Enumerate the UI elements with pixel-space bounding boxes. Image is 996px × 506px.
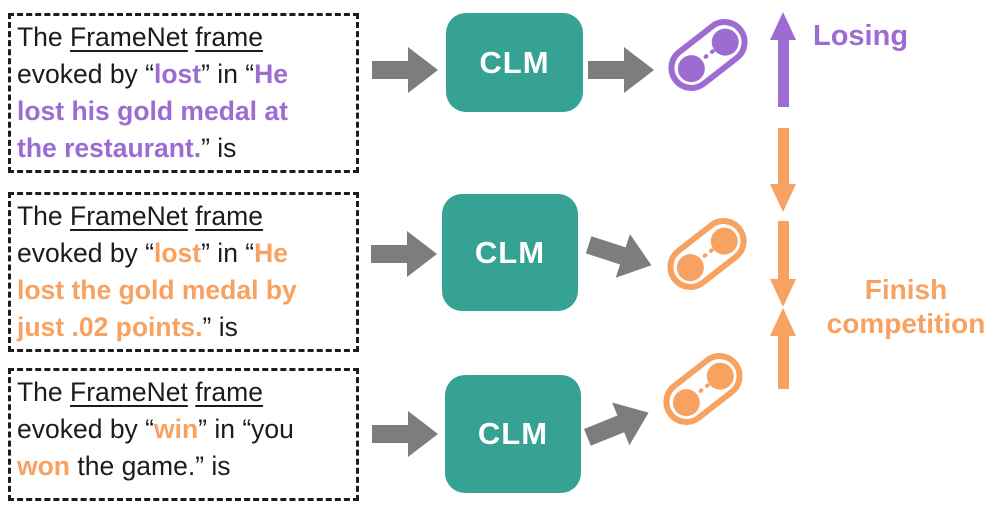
prompt-line: The FrameNet frame [17,374,350,411]
down-arrow-orange-icon [770,221,796,307]
arrow-shaft [777,128,789,186]
text-segment-orange: lost the gold medal by [17,275,297,305]
right-arrow-icon [588,47,654,93]
text-segment-plain: evoked by “ [17,59,154,89]
ellipsis-dot [702,53,709,60]
text-segment-plain: ” in “ [201,238,255,268]
up-arrow-purple-icon [770,12,796,107]
text-segment-orange: win [154,414,199,444]
text-segment-underline: FrameNet [70,22,188,52]
down-arrow-orange-icon [770,128,796,212]
arrow-shaft [372,425,410,443]
text-segment-underline: FrameNet [70,201,188,231]
text-segment-purple: lost his gold medal at [17,96,288,126]
prompt-line: won the game.” is [17,448,350,485]
clm-box-3: CLM [445,375,581,493]
text-segment-purple: He [254,59,289,89]
text-segment-underline: FrameNet [70,377,188,407]
frame-label-finish-competition: Finish competition [826,274,986,339]
text-segment-plain: The [17,377,71,407]
arrow-shaft [777,38,789,107]
arrow-head [770,279,796,307]
embedding-dot [704,221,743,260]
arrow-head [407,231,437,277]
arrow-head [615,234,659,288]
arrow-head [408,47,438,93]
arrow-shaft [372,61,410,79]
prompt-line: The FrameNet frame [17,198,350,235]
arrow-head [624,47,654,93]
arrow-shaft [588,61,626,79]
prompt-line: evoked by “lost” in “He [17,235,350,272]
text-segment-plain: ” in “you [198,414,294,444]
frame-label-losing: Losing [813,20,909,52]
clm-label: CLM [477,416,549,451]
prompt-line: just .02 points.” is [17,309,350,346]
clm-label: CLM [479,44,550,80]
arrow-head [770,12,796,40]
prompt-line: The FrameNet frame [17,19,350,56]
prompt-line: lost his gold medal at [17,93,350,130]
arrow-shaft [777,334,789,389]
embedding-dot [700,356,739,395]
embedding-dot [705,22,744,61]
arrow-shaft [777,221,789,281]
text-segment-plain: ” is [202,312,238,342]
text-segment-underline: frame [195,201,263,231]
text-segment-underline: frame [195,22,263,52]
text-segment-underline: frame [195,377,263,407]
right-arrow-icon [372,47,438,93]
prompt-line: evoked by “win” in “you [17,411,350,448]
right-arrow-icon [372,411,438,457]
clm-box-2: CLM [442,194,578,311]
down-right-arrow-icon [582,223,659,288]
arrow-shaft [371,245,409,263]
arrow-head [612,391,658,446]
text-segment-plain: evoked by “ [17,238,154,268]
ellipsis-dot [697,387,704,394]
text-segment-orange: just .02 points. [17,312,203,342]
clm-box-1: CLM [446,13,583,112]
prompt-line: evoked by “lost” in “He [17,56,350,93]
text-segment-plain: ” in “ [201,59,255,89]
text-segment-purple: lost [154,59,202,89]
text-segment-plain: The [17,201,71,231]
embedding-pill-purple-icon [659,9,757,101]
text-segment-orange: lost [154,238,202,268]
text-segment-plain: evoked by “ [17,414,154,444]
arrow-head [408,411,438,457]
up-right-arrow-icon [579,391,658,458]
text-segment-purple: the restaurant. [17,133,202,163]
text-segment-orange: won [17,451,70,481]
prompt-line: lost the gold medal by [17,272,350,309]
up-arrow-orange-icon [770,308,796,389]
text-segment-orange: He [254,238,289,268]
text-segment-plain: ” is [201,133,237,163]
arrow-head [770,184,796,212]
arrow-head [770,308,796,336]
embedding-pill-orange-icon [654,343,752,435]
text-segment-plain: the game.” is [70,451,231,481]
ellipsis-dot [701,252,708,259]
text-segment-plain: The [17,22,71,52]
prompt-line: the restaurant.” is [17,130,350,167]
right-arrow-icon [371,231,437,277]
clm-label: CLM [474,234,546,270]
embedding-pill-orange-icon [658,208,756,300]
